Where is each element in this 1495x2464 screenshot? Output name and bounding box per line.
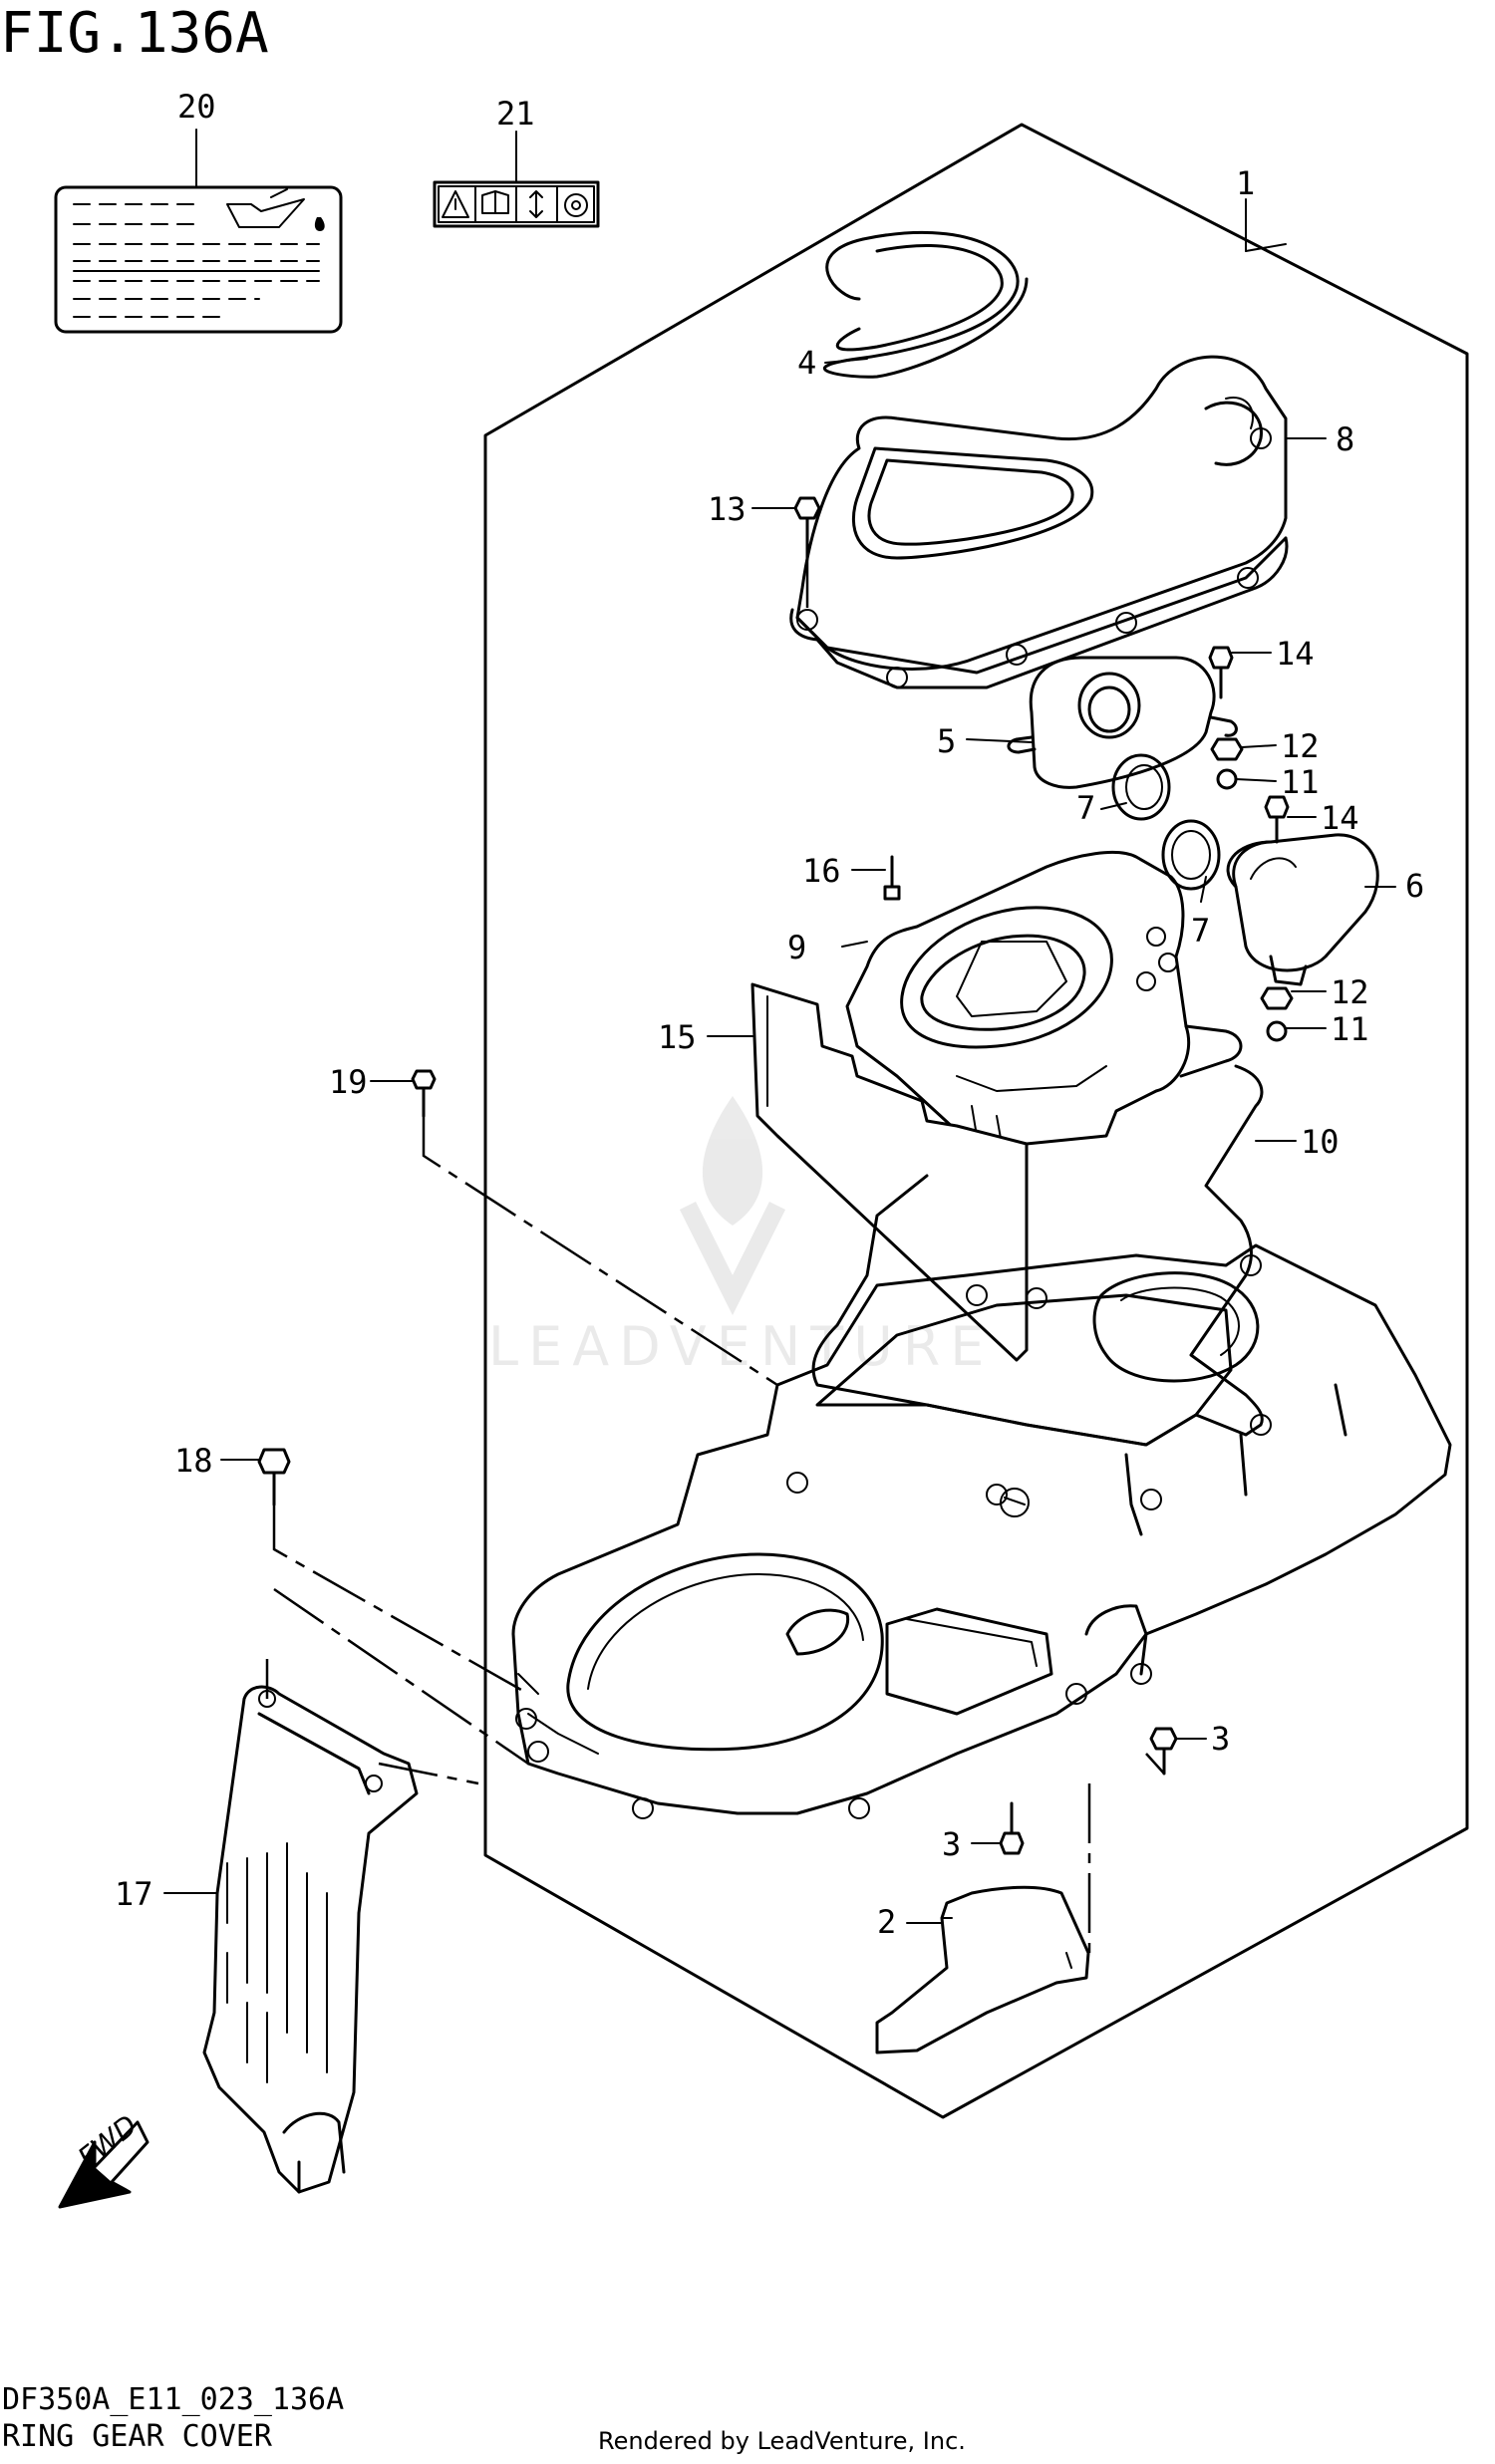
side-plate-part-17 bbox=[202, 1685, 419, 2194]
warning-label-part-21 bbox=[433, 180, 600, 228]
callout-11a: 11 bbox=[1281, 763, 1320, 801]
callout-10: 10 bbox=[1301, 1123, 1340, 1161]
callout-12a: 12 bbox=[1281, 727, 1320, 765]
bracket-part-2 bbox=[875, 1885, 1090, 2054]
seal-ring-part-7a bbox=[1111, 753, 1171, 821]
callout-1: 1 bbox=[1236, 164, 1255, 202]
callout-15: 15 bbox=[658, 1018, 697, 1056]
callout-18: 18 bbox=[174, 1442, 213, 1480]
callout-12b: 12 bbox=[1331, 973, 1369, 1011]
assembly-lines bbox=[265, 558, 1165, 1953]
callout-14a: 14 bbox=[1276, 635, 1315, 673]
bolt-icon bbox=[257, 496, 1294, 1855]
callout-6: 6 bbox=[1405, 867, 1424, 905]
oil-label-part-20 bbox=[54, 185, 343, 334]
figure-caption: RING GEAR COVER bbox=[2, 2419, 273, 2454]
upper-housing bbox=[789, 355, 1289, 689]
callout-14b: 14 bbox=[1321, 799, 1359, 837]
callout-7b: 7 bbox=[1191, 912, 1210, 950]
callout-17: 17 bbox=[115, 1875, 153, 1913]
callout-16: 16 bbox=[802, 852, 841, 890]
gasket-part-4 bbox=[823, 230, 1029, 379]
assembly-outline bbox=[483, 123, 1469, 2119]
callout-13: 13 bbox=[708, 490, 747, 528]
callout-21: 21 bbox=[496, 95, 535, 133]
callout-3b: 3 bbox=[942, 1825, 961, 1863]
callout-19: 19 bbox=[329, 1063, 368, 1101]
leader-lines bbox=[163, 129, 1396, 1924]
callout-8: 8 bbox=[1336, 420, 1354, 458]
duct-housing-part-9 bbox=[845, 850, 1243, 1148]
gasket-wire-part-10 bbox=[811, 1064, 1264, 1447]
callout-20: 20 bbox=[177, 88, 216, 126]
callout-3a: 3 bbox=[1211, 1720, 1230, 1758]
seal-ring-part-7b bbox=[1161, 819, 1221, 891]
figure-title: FIG.136A bbox=[0, 1, 269, 66]
callout-7a: 7 bbox=[1076, 789, 1095, 827]
callout-11b: 11 bbox=[1331, 1010, 1369, 1048]
drawing-code: DF350A_E11_023_136A bbox=[2, 2382, 344, 2417]
forward-direction-arrow: FWD bbox=[58, 2108, 150, 2209]
callout-2: 2 bbox=[877, 1903, 896, 1941]
callout-5: 5 bbox=[937, 722, 956, 760]
pad-part-15 bbox=[750, 982, 1029, 1362]
svg-text:LEADVENTURE: LEADVENTURE bbox=[488, 1315, 994, 1378]
ring-gear-cover-part-1 bbox=[511, 1243, 1452, 1819]
callout-4: 4 bbox=[797, 344, 816, 382]
callout-9: 9 bbox=[787, 929, 806, 966]
render-credit: Rendered by LeadVenture, Inc. bbox=[598, 2427, 966, 2455]
leadventure-watermark: LEADVENTURE bbox=[488, 1096, 994, 1378]
callouts: 1 2 3 3 4 5 6 7 7 8 9 10 11 11 12 12 13 … bbox=[115, 88, 1424, 1941]
intake-cap-part-6 bbox=[1226, 833, 1379, 986]
duct-part-5 bbox=[1007, 656, 1238, 789]
